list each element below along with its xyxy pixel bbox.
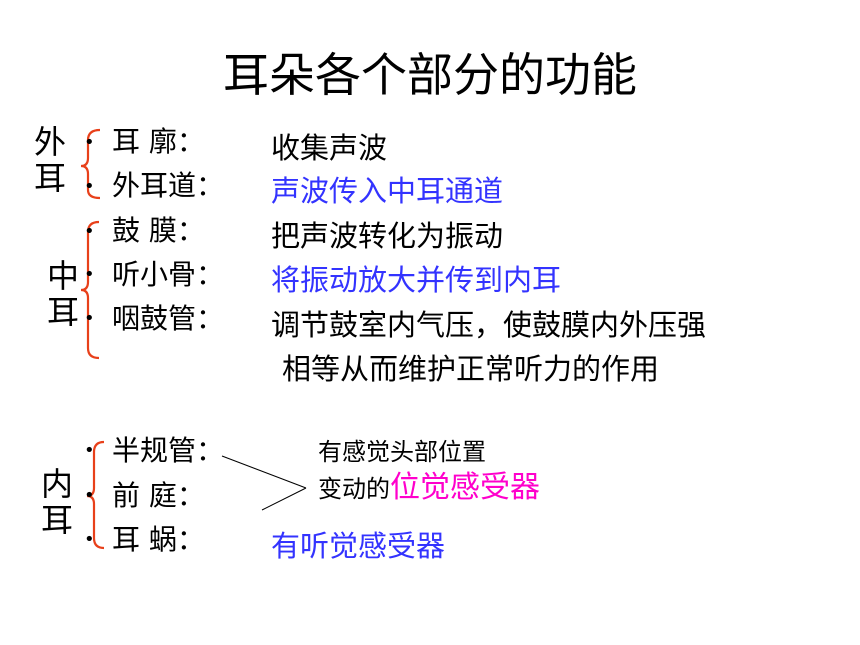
page-title: 耳朵各个部分的功能	[223, 48, 637, 102]
connector-line-semicircular	[221, 455, 307, 489]
bullet: •	[84, 221, 95, 242]
bullet: •	[84, 176, 95, 197]
function-ossicles: 将振动放大并传到内耳	[271, 263, 562, 297]
bullet: •	[84, 485, 95, 506]
bullet: •	[84, 529, 95, 550]
group-label-outer-ear: 外耳	[33, 123, 66, 197]
function-ear-canal: 声波传入中耳通道	[271, 174, 504, 208]
brace-middle-ear	[80, 220, 100, 360]
connector-line-vestibule	[261, 487, 307, 511]
vestibular-note-line2: 变动的位觉感受器	[318, 473, 540, 503]
vestibular-note-prefix: 变动的	[318, 475, 390, 503]
function-auricle: 收集声波	[271, 131, 388, 165]
part-name-ear-canal: 外耳道：	[112, 169, 225, 202]
bullet: •	[84, 308, 95, 329]
part-name-vestibule: 前 庭：	[112, 479, 205, 512]
function-eustachian-tube-line2: 相等从而维护正常听力的作用	[282, 352, 660, 386]
function-eustachian-tube-line1: 调节鼓室内气压，使鼓膜内外压强	[271, 308, 707, 342]
part-name-eustachian-tube: 咽鼓管：	[112, 302, 225, 335]
bullet: •	[84, 132, 95, 153]
part-name-semicircular-canals: 半规管：	[112, 434, 225, 467]
vestibular-note-line1: 有感觉头部位置	[318, 438, 486, 466]
part-name-ossicles: 听小骨：	[112, 258, 225, 291]
bullet: •	[84, 440, 95, 461]
group-label-middle-ear: 中耳	[46, 257, 79, 331]
group-label-inner-ear: 内耳	[40, 465, 73, 539]
part-name-eardrum: 鼓 膜：	[112, 214, 205, 247]
function-eardrum: 把声波转化为振动	[271, 219, 504, 253]
brace-inner-ear	[86, 440, 105, 550]
part-name-auricle: 耳 廓：	[112, 125, 205, 158]
brace-outer-ear	[80, 128, 101, 200]
vestibular-note-highlight: 位觉感受器	[390, 470, 540, 505]
part-name-cochlea: 耳 蜗：	[112, 523, 205, 556]
function-cochlea: 有听觉感受器	[271, 529, 446, 563]
bullet: •	[84, 264, 95, 285]
